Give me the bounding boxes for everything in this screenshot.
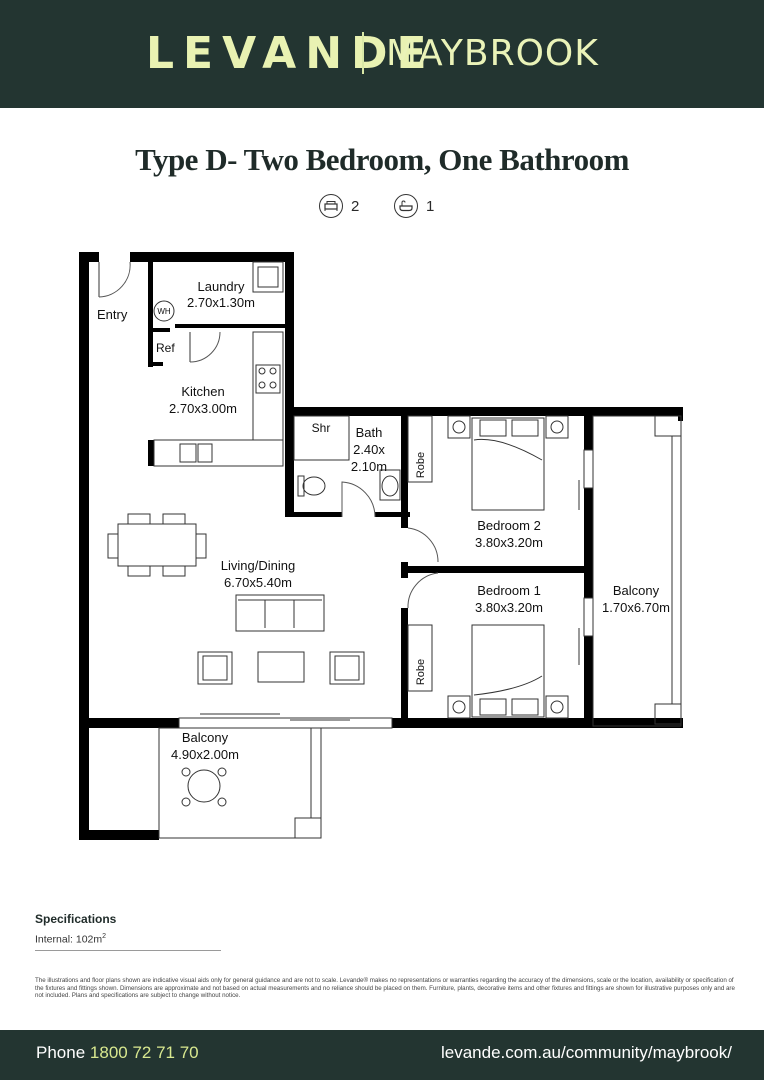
label-robe-1: Robe <box>415 452 427 478</box>
label-laundry-size: 2.70x1.30m <box>187 295 255 310</box>
bath-icon <box>394 194 418 218</box>
label-robe-2: Robe <box>415 659 427 685</box>
phone-label: Phone <box>36 1043 86 1062</box>
label-laundry: Laundry <box>198 279 245 294</box>
logo-divider <box>362 32 364 74</box>
room-counts: 2 1 <box>0 194 764 218</box>
internal-area-unit-sup: 2 <box>102 933 107 940</box>
bedroom-count: 2 <box>319 194 359 218</box>
floor-plan: Entry Laundry 2.70x1.30m WH Ref Kitchen … <box>79 252 683 840</box>
label-balcony-front-size: 4.90x2.00m <box>171 747 239 762</box>
label-wh: WH <box>157 307 171 316</box>
label-balcony-front: Balcony <box>182 730 229 745</box>
maybrook-logo: MAYBROOK <box>386 33 599 74</box>
specifications-heading: Specifications <box>35 912 117 926</box>
label-bath: Bath <box>356 425 383 440</box>
label-ref: Ref <box>156 341 175 355</box>
phone-number-link[interactable]: 1800 72 71 70 <box>89 1043 199 1062</box>
fixtures <box>98 261 682 839</box>
header-bar: LEVANDE MAYBROOK <box>0 0 764 108</box>
disclaimer-text: The illustrations and floor plans shown … <box>35 977 735 1000</box>
label-bedroom-2-size: 3.80x3.20m <box>475 535 543 550</box>
walls <box>79 252 683 840</box>
footer-bar: Phone 1800 72 71 70 levande.com.au/commu… <box>0 1030 764 1080</box>
label-bedroom-1-size: 3.80x3.20m <box>475 600 543 615</box>
website-link[interactable]: levande.com.au/community/maybrook/ <box>440 1043 732 1062</box>
label-kitchen: Kitchen <box>181 384 224 399</box>
label-balcony-side: Balcony <box>613 583 660 598</box>
bed-icon <box>319 194 343 218</box>
bathroom-count-value: 1 <box>426 197 435 215</box>
internal-area-label: Internal: 102m <box>35 933 103 946</box>
levande-logo: LEVANDE <box>146 28 436 79</box>
bedroom-count-value: 2 <box>351 197 360 215</box>
label-bedroom-2: Bedroom 2 <box>477 518 541 533</box>
label-bath-size-1: 2.40x <box>353 442 385 457</box>
label-shr: Shr <box>312 421 331 435</box>
label-bedroom-1: Bedroom 1 <box>477 583 541 598</box>
label-bath-size-2: 2.10m <box>351 459 387 474</box>
label-living: Living/Dining <box>221 558 295 573</box>
plan-title: Type D- Two Bedroom, One Bathroom <box>135 142 629 177</box>
label-entry: Entry <box>97 307 128 322</box>
label-kitchen-size: 2.70x3.00m <box>169 401 237 416</box>
internal-area: Internal: 102m2 <box>35 933 106 946</box>
room-labels: Entry Laundry 2.70x1.30m WH Ref Kitchen … <box>97 279 670 762</box>
footer-phone: Phone 1800 72 71 70 <box>36 1043 199 1063</box>
bathroom-count: 1 <box>394 194 434 218</box>
spec-divider <box>35 950 221 951</box>
label-living-size: 6.70x5.40m <box>224 575 292 590</box>
label-balcony-side-size: 1.70x6.70m <box>602 600 670 615</box>
